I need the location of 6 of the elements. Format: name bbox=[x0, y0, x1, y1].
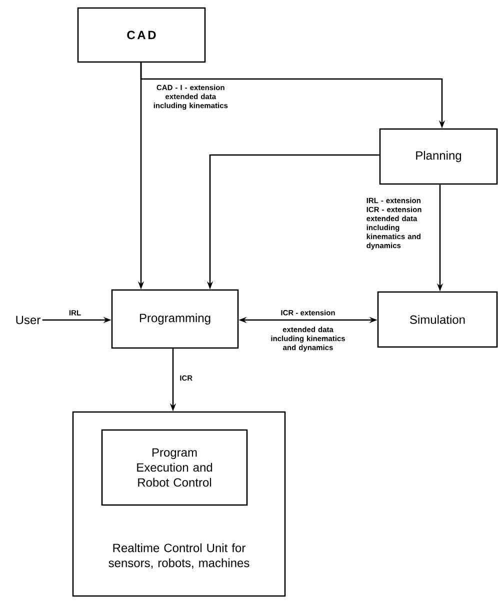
process-box: Program Execution and Robot Control bbox=[101, 429, 248, 506]
process-box: Programming bbox=[111, 289, 239, 349]
user-label: User bbox=[16, 316, 40, 324]
process-box: Simulation bbox=[377, 291, 498, 348]
process-box: Planning bbox=[379, 128, 498, 185]
process-box: CAD bbox=[77, 7, 206, 63]
